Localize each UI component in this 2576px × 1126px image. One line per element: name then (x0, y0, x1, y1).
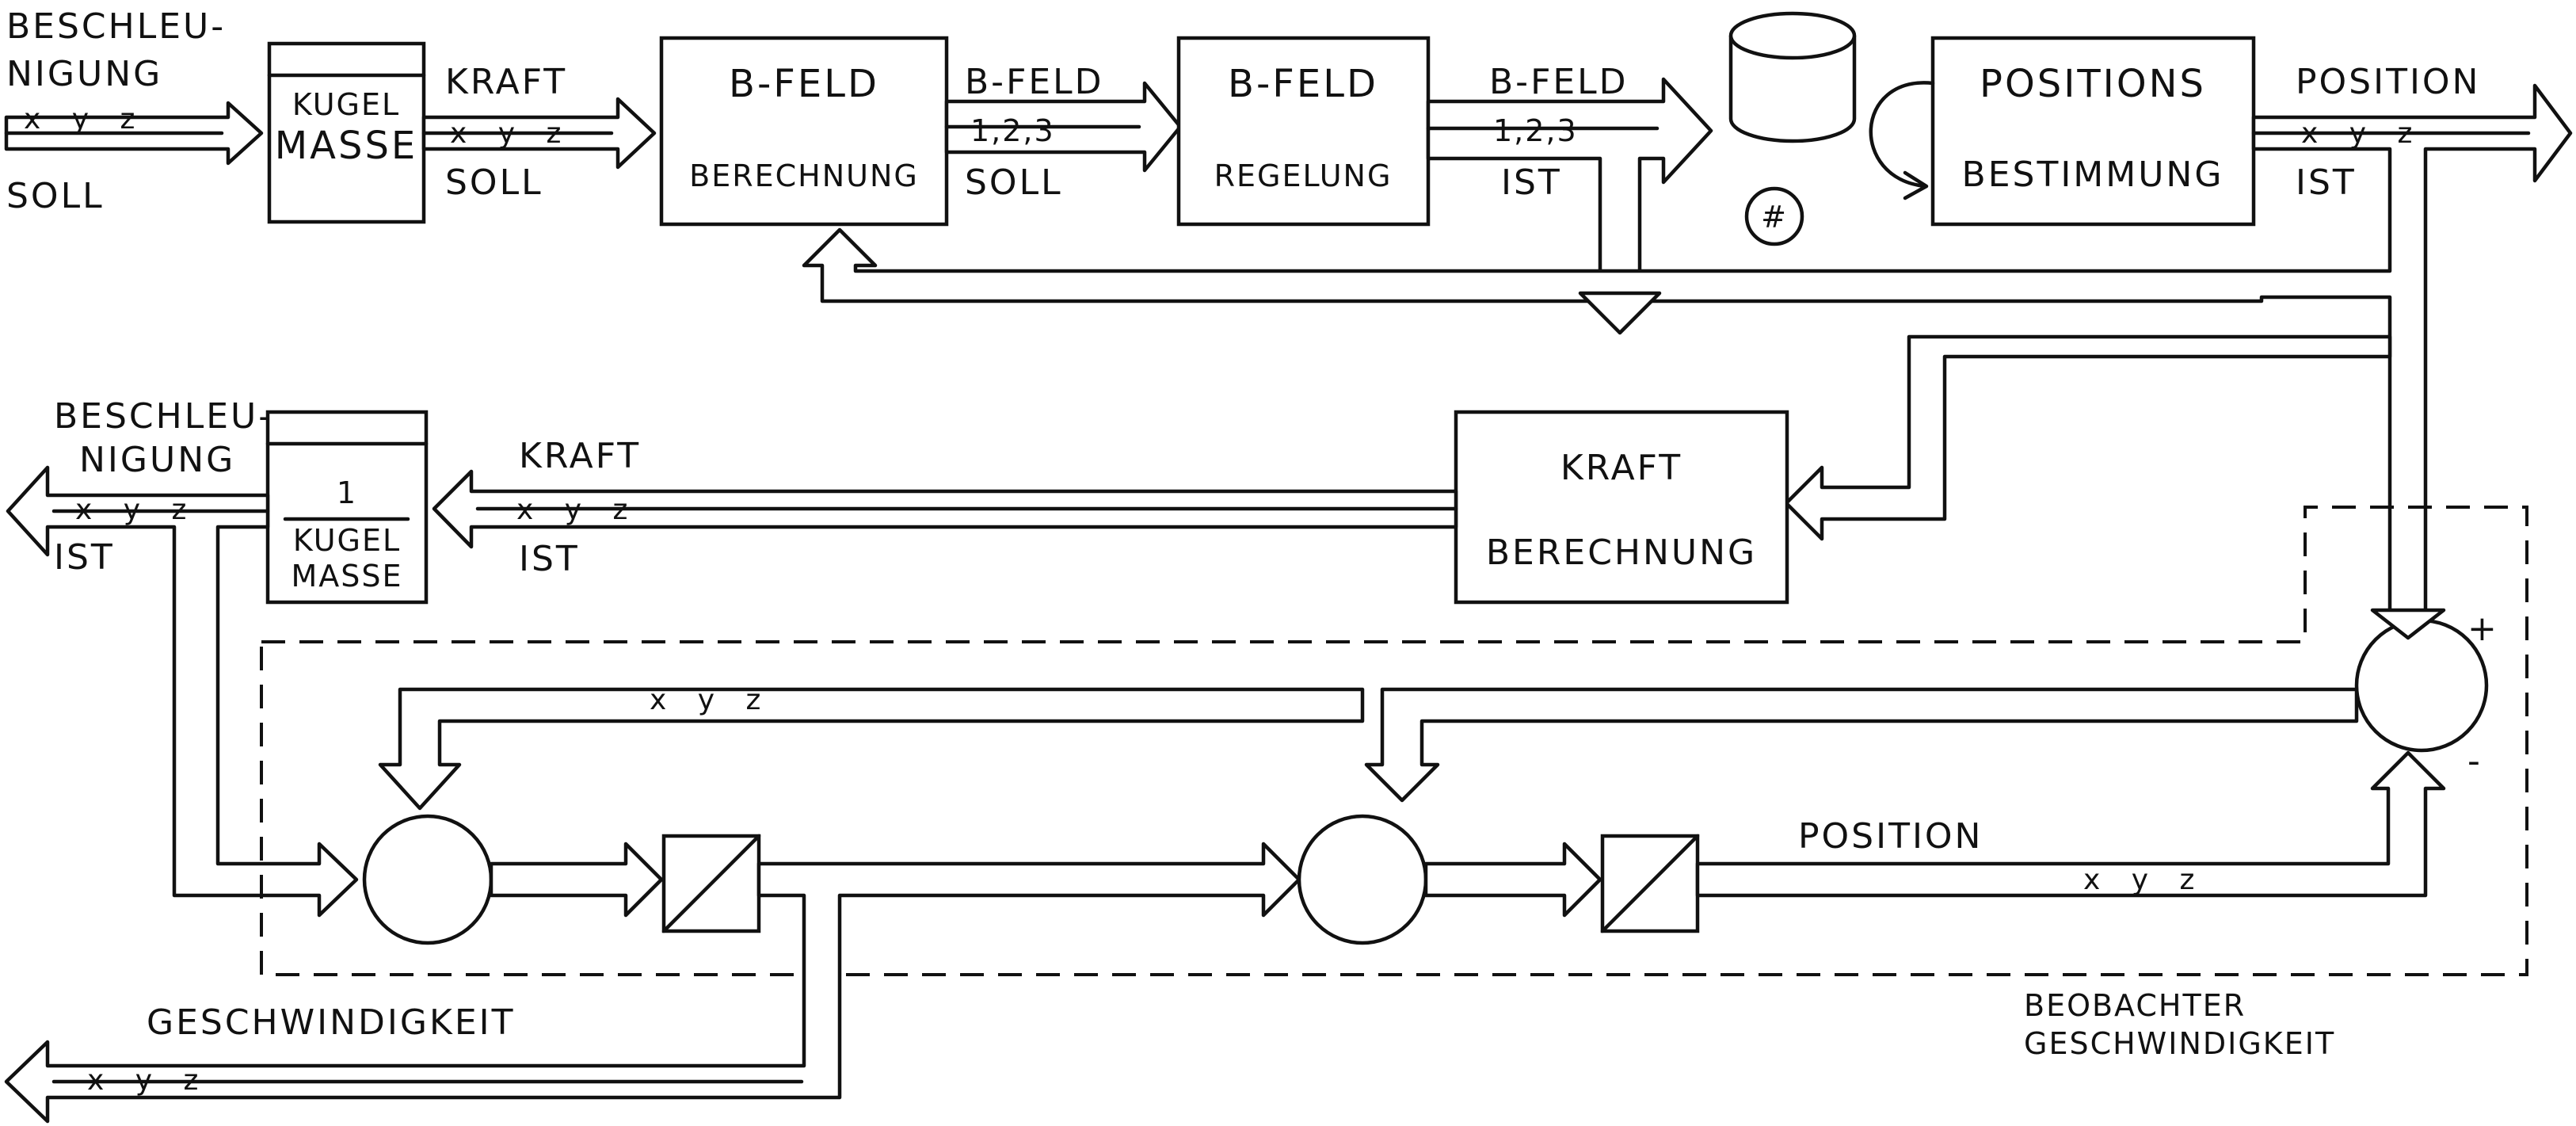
positions-bestimmung-subtitle: BESTIMMUNG (1962, 155, 2224, 195)
feedback-axes: x y z (650, 684, 772, 716)
coil-cylinder-icon (1728, 11, 1857, 143)
bfeld-soll-name: B-FELD (965, 62, 1104, 102)
observer-label-2: GESCHWINDIGKEIT (2024, 1026, 2335, 1061)
position-estimate-axes: x y z (2083, 864, 2205, 896)
kraft-berechnung-title: KRAFT (1560, 448, 1682, 488)
kraft-ist-state: IST (519, 539, 580, 579)
kraft-ist-name: KRAFT (519, 436, 641, 476)
summing-junction-1 (362, 814, 493, 945)
beschleunigung-soll-label-1: BESCHLEU- (6, 6, 226, 47)
position-estimate-name: POSITION (1798, 816, 1983, 857)
integrator-1 (661, 834, 761, 933)
camera-sensor-icon (1744, 186, 1804, 246)
position-ist-name: POSITION (2296, 62, 2480, 102)
kugel-masse-label-2: MASSE (275, 124, 418, 168)
arrow-sum1-to-integrator1 (489, 842, 664, 918)
arrow-bfeld-soll (944, 81, 1183, 173)
input-arrow-beschleunigung-soll (4, 101, 264, 166)
observer-boundary (260, 506, 2528, 976)
beschleunigung-soll-label-2: NIGUNG (6, 54, 162, 94)
bfeld-ist-name: B-FELD (1489, 62, 1629, 102)
camera-to-position-arrow (1869, 81, 1935, 200)
kraft-soll-name: KRAFT (445, 62, 567, 102)
observer-label-1: BEOBACHTER (2024, 988, 2246, 1023)
bfeld-berechnung-subtitle: BERECHNUNG (689, 158, 919, 193)
integrator-2 (1600, 834, 1700, 933)
kraft-berechnung-subtitle: BERECHNUNG (1486, 532, 1757, 573)
kraft-soll-state: SOLL (445, 162, 543, 203)
beschleunigung-soll-state: SOLL (6, 176, 105, 216)
beschleunigung-ist-state: IST (54, 537, 115, 578)
kraft-ist-axes: x y z (516, 494, 638, 526)
arrow-bfeld-ist (1426, 77, 1713, 296)
arrow-beschleunigung-ist (6, 465, 359, 918)
positions-bestimmung-title: POSITIONS (1980, 62, 2206, 106)
arrow-position-to-kraft (1784, 334, 2392, 541)
summing-junction-2 (1297, 814, 1428, 945)
inverse-masse-numerator: 1 (337, 475, 357, 510)
inverse-masse-label-2: MASSE (291, 559, 402, 594)
bfeld-berechnung-title: B-FELD (729, 62, 879, 106)
comparator-minus: - (2467, 741, 2483, 781)
inverse-masse-label-1: KUGEL (293, 523, 401, 558)
arrow-position-ist (802, 83, 2573, 620)
feedback-arrow-xyz (378, 687, 2359, 811)
arrow-bfeld-to-kraft (1578, 291, 1662, 335)
kraft-berechnung-block (1454, 410, 1789, 605)
position-ist-state: IST (2296, 162, 2357, 203)
arrow-integrator1-to-sum2 (4, 842, 1301, 1124)
comparator-plus-arrow (2370, 608, 2446, 640)
bfeld-soll-channels: 1,2,3 (970, 113, 1055, 148)
kraft-soll-axes: x y z (450, 117, 572, 150)
arrow-position-estimate (1695, 750, 2446, 898)
bfeld-regelung-title: B-FELD (1228, 62, 1378, 106)
geschwindigkeit-name: GESCHWINDIGKEIT (147, 1002, 516, 1043)
beschleunigung-ist-label-2: NIGUNG (79, 440, 235, 480)
position-ist-axes: x y z (2301, 117, 2423, 150)
positions-bestimmung-block (1930, 36, 2256, 227)
arrow-kraft-soll (421, 97, 657, 170)
camera-symbol: # (1761, 200, 1788, 235)
beschleunigung-ist-label-1: BESCHLEU- (54, 396, 273, 437)
bfeld-regelung-subtitle: REGELUNG (1214, 158, 1393, 193)
kugel-masse-label-1: KUGEL (292, 87, 400, 122)
geschwindigkeit-axes: x y z (87, 1064, 209, 1097)
bfeld-soll-state: SOLL (965, 162, 1063, 203)
bfeld-ist-state: IST (1501, 162, 1562, 203)
beschleunigung-soll-axes: x y z (24, 103, 146, 136)
bfeld-ist-channels: 1,2,3 (1493, 113, 1578, 148)
kugel-masse-block (267, 41, 426, 224)
arrow-kraft-ist (432, 469, 1458, 549)
arrow-sum2-to-integrator2 (1423, 842, 1602, 918)
bfeld-berechnung-block (659, 36, 949, 227)
inverse-kugel-masse-block (265, 410, 429, 605)
comparator-plus: + (2467, 609, 2499, 649)
beschleunigung-ist-axes: x y z (75, 494, 197, 526)
